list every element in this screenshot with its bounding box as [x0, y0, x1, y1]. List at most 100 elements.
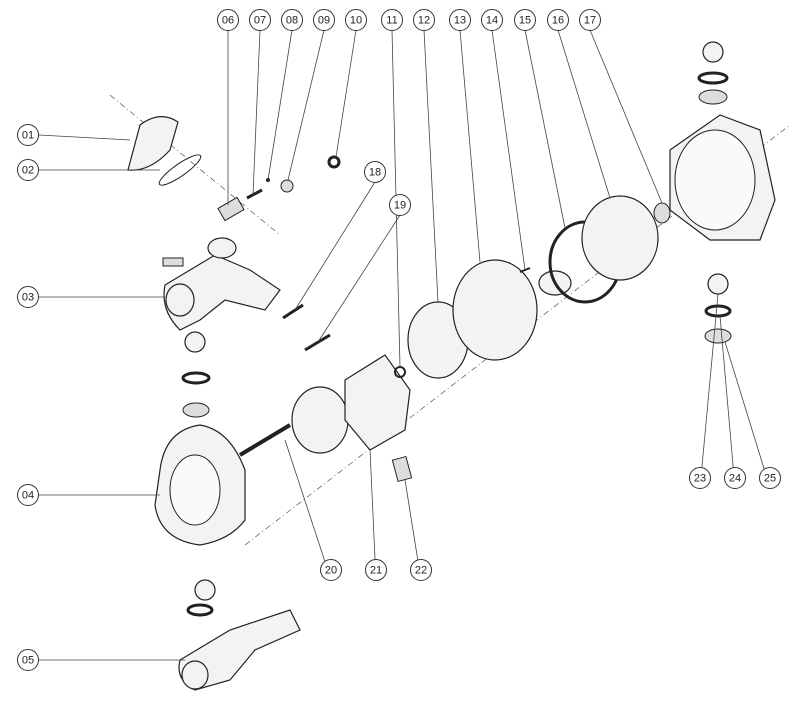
leader-line — [287, 29, 325, 181]
parts — [109, 41, 791, 691]
callout-circle — [249, 9, 271, 31]
leader-line — [294, 181, 376, 311]
part-05-port — [181, 660, 209, 690]
part-07 — [246, 188, 263, 200]
right-chamber-inner — [674, 129, 756, 231]
callout-label: 24 — [729, 473, 741, 485]
callout-circle — [365, 559, 387, 581]
part-21-plate — [291, 386, 349, 454]
part-13-air-cover — [452, 259, 538, 361]
callout-label: 13 — [454, 15, 466, 27]
callout-label: 14 — [486, 15, 498, 27]
callout-20: 20 — [284, 439, 342, 581]
callout-circle — [320, 559, 342, 581]
leader-line — [317, 214, 401, 343]
callout-label: 10 — [350, 15, 362, 27]
callout-circle — [689, 467, 711, 489]
callout-label: 25 — [764, 473, 776, 485]
callout-16: 16 — [547, 9, 611, 199]
leader-line — [459, 29, 481, 263]
callout-circle — [281, 9, 303, 31]
callout-circle — [17, 484, 39, 506]
callout-circle — [381, 9, 403, 31]
callout-07: 07 — [249, 9, 271, 196]
callout-label: 18 — [369, 167, 381, 179]
callout-12: 12 — [413, 9, 439, 303]
part-24-ring — [704, 304, 732, 318]
part-02-oring — [158, 154, 202, 186]
callouts: 01 02 03 04 05 06 07 08 09 10 11 12 13 14 15 16 17 18 19 20… — [17, 9, 781, 671]
ball-right-top — [702, 41, 724, 63]
leader-line — [491, 29, 526, 271]
callout-label: 01 — [22, 130, 34, 142]
part-16-diaphragm — [581, 195, 659, 281]
seat-ring-left — [181, 371, 211, 385]
part-04-chamber — [169, 454, 221, 526]
part-25-seat — [704, 328, 732, 344]
leader-line — [724, 341, 771, 489]
callout-circle — [313, 9, 335, 31]
part-17-plate — [653, 202, 671, 224]
part-23-ball — [707, 273, 729, 295]
callout-circle — [17, 649, 39, 671]
callout-label: 11 — [386, 15, 397, 27]
leader-line — [284, 439, 332, 581]
callout-25: 25 — [724, 341, 781, 489]
leader-line — [423, 29, 439, 303]
callout-label: 16 — [552, 15, 564, 27]
callout-circle — [17, 286, 39, 308]
ball-bottom — [194, 579, 216, 601]
callout-circle — [759, 467, 781, 489]
callout-23: 23 — [689, 293, 719, 489]
seat-ring-bottom — [186, 603, 214, 617]
callout-10: 10 — [335, 9, 367, 158]
callout-01: 01 — [17, 124, 131, 146]
part-09 — [280, 179, 294, 193]
callout-circle — [481, 9, 503, 31]
callout-circle — [389, 194, 411, 216]
leader-line — [589, 29, 663, 204]
callout-label: 06 — [222, 15, 234, 27]
callout-label: 23 — [694, 473, 706, 485]
part-03-port — [207, 237, 237, 259]
callout-17: 17 — [579, 9, 663, 204]
callout-label: 09 — [318, 15, 330, 27]
callout-13: 13 — [449, 9, 481, 263]
part-22-valve — [391, 455, 413, 483]
callout-15: 15 — [514, 9, 566, 229]
callout-02: 02 — [17, 159, 160, 181]
callout-circle — [217, 9, 239, 31]
callout-label: 02 — [22, 165, 34, 177]
leader-line — [369, 449, 377, 581]
part-21-center-block — [344, 354, 411, 451]
seat-right-top — [698, 89, 728, 105]
callout-08: 08 — [267, 9, 303, 181]
callout-label: 03 — [22, 292, 34, 304]
callout-circle — [547, 9, 569, 31]
callout-label: 20 — [325, 565, 337, 577]
callout-19: 19 — [317, 194, 411, 343]
leader-line — [335, 29, 357, 158]
part-01-cap — [127, 116, 179, 171]
callout-label: 15 — [519, 15, 531, 27]
callout-04: 04 — [17, 484, 160, 506]
callout-05: 05 — [17, 649, 185, 671]
leader-line — [524, 29, 566, 229]
leader-line — [557, 29, 611, 199]
callout-circle — [17, 159, 39, 181]
leader-line — [267, 29, 293, 181]
callout-circle — [724, 467, 746, 489]
callout-label: 08 — [286, 15, 298, 27]
leader-line — [699, 293, 719, 489]
callout-label: 22 — [415, 565, 427, 577]
callout-label: 05 — [22, 655, 34, 667]
callout-label: 12 — [418, 15, 430, 27]
leader-line — [719, 315, 736, 489]
callout-label: 04 — [22, 490, 34, 502]
callout-circle — [514, 9, 536, 31]
part-18 — [282, 303, 304, 320]
callout-22: 22 — [404, 479, 432, 581]
callout-circle — [345, 9, 367, 31]
callout-label: 19 — [394, 200, 406, 212]
